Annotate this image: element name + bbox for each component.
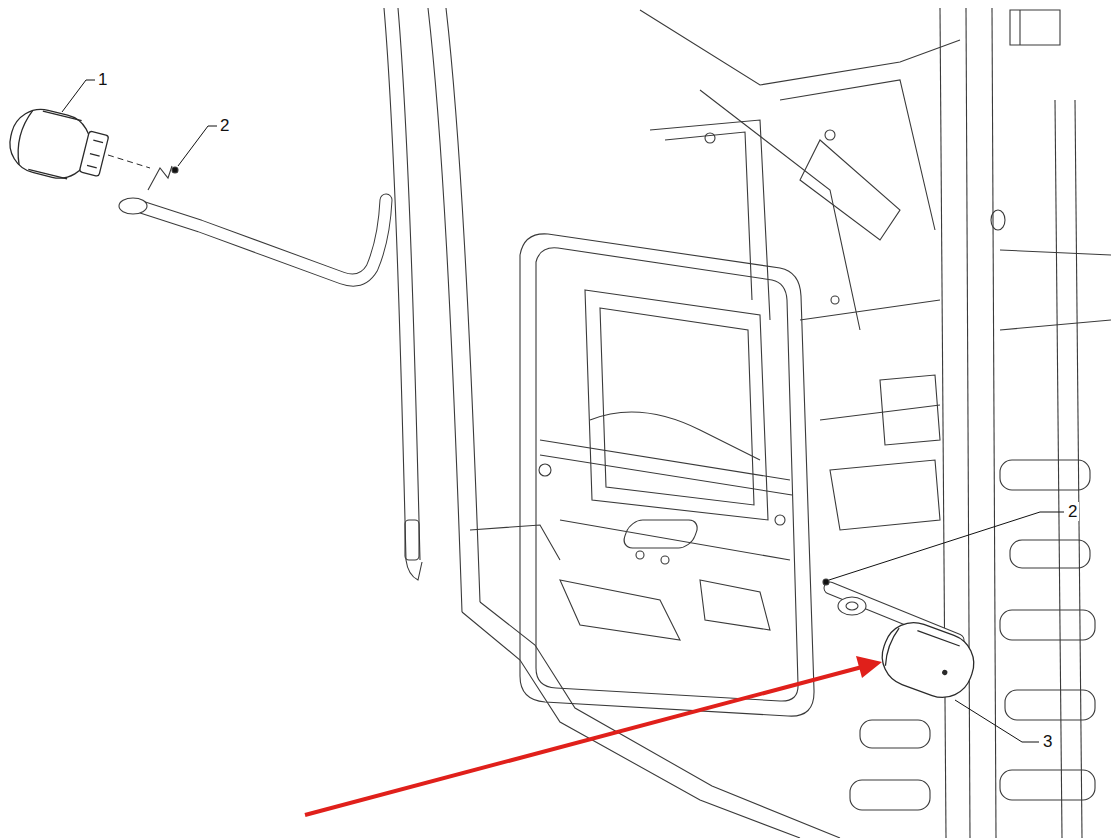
body-structure-piece [540,455,792,495]
body-structure-piece [780,80,935,230]
body-structure-piece [700,90,860,330]
lamp-part-piece [874,614,982,706]
body-structure-piece [1010,10,1060,45]
lamp-part-piece-piece [79,131,109,177]
body-structure-piece [539,464,551,476]
body-structure-piece [384,8,406,560]
callout-number: 2 [218,116,231,135]
body-structure-piece [621,520,701,548]
callout-number: 3 [1041,732,1054,751]
body-structure-piece [600,308,754,505]
handle-brackets [119,166,866,615]
body-structure-piece [560,580,680,640]
body-structure-piece [406,560,422,580]
body-structure-piece [661,556,669,564]
handle-brackets-piece [838,597,866,615]
lamp-part-piece [108,155,150,168]
body-structure-piece [640,10,960,85]
body-structure-piece [428,8,462,612]
red-arrow-piece [856,656,882,678]
lamp-part-piece-piece [13,109,32,165]
lamp-part-piece-piece [874,614,982,706]
handle-brackets-piece [172,167,178,173]
body-structure-piece [831,296,839,304]
red-arrow [305,656,882,815]
leader-lines-piece [62,80,95,112]
body-structure-piece [665,132,752,300]
body-structure-piece [860,720,930,748]
callout-holder: 2 [1066,502,1079,522]
callout-holder: 3 [1041,732,1054,752]
body-structure-piece [636,551,644,559]
lamp-part-piece-piece [87,140,103,168]
body-structure-piece [536,248,798,701]
body-structure-piece [800,140,900,240]
handle-brackets-piece [119,198,147,214]
lamp-part-piece-piece [28,111,81,179]
body-structure-piece [1055,100,1062,838]
body-structure-piece [590,412,760,460]
lamp-part [4,103,983,706]
body-structure-piece [520,234,814,716]
handle-brackets-piece [148,166,172,190]
grab-handle-piece [135,200,386,280]
lamp-part-piece-piece [917,631,959,646]
body-structure-piece [966,8,970,838]
body-structure-piece [560,520,790,560]
body-structure-piece [992,8,996,838]
body-structure-piece [1000,610,1095,640]
lamp-part-piece [4,103,112,188]
body-structure-piece [398,8,420,560]
handle-brackets-piece [846,602,858,610]
grab-handle-piece [135,200,386,280]
leader-lines-piece [955,700,1039,742]
body-structure-piece [775,515,785,525]
leader-lines [62,80,1064,742]
grab-handle [135,200,958,640]
body-structure-piece [650,120,770,320]
callout-holder: 1 [96,70,109,90]
body-structure-piece [1010,540,1090,568]
callout-number: 2 [1066,502,1079,521]
body-structure-piece [1000,460,1090,490]
body-structure-piece [1000,770,1095,800]
body-structure-piece [991,210,1005,230]
body-structure [384,8,1111,838]
leader-lines-piece [178,126,217,166]
body-structure-piece [1019,10,1020,45]
body-structure-piece [1000,320,1111,330]
handle-brackets-piece [823,579,829,585]
body-structure-piece [800,300,940,320]
body-structure-piece [585,290,768,520]
body-structure-piece [820,405,940,420]
body-structure-piece [700,580,770,630]
body-structure-piece [1005,690,1095,720]
callout-holder: 2 [218,116,231,136]
body-structure-piece [405,520,419,560]
lamp-part-piece-piece [883,627,899,666]
leader-lines-piece [829,512,1064,580]
callout-number: 1 [96,70,109,89]
body-structure-piece [940,8,946,838]
body-structure-piece [705,133,715,143]
body-structure-piece [825,130,835,140]
body-structure-piece [446,8,480,602]
body-structure-piece [462,612,800,838]
body-structure-piece [1000,250,1111,255]
body-structure-piece [540,440,790,480]
body-structure-piece [1075,100,1082,838]
lamp-part-piece-piece [942,670,947,675]
body-structure-piece [470,525,560,560]
body-structure-piece [830,460,940,530]
body-structure-piece [850,780,930,810]
red-arrow-piece [305,667,862,815]
body-structure-piece [880,375,940,445]
